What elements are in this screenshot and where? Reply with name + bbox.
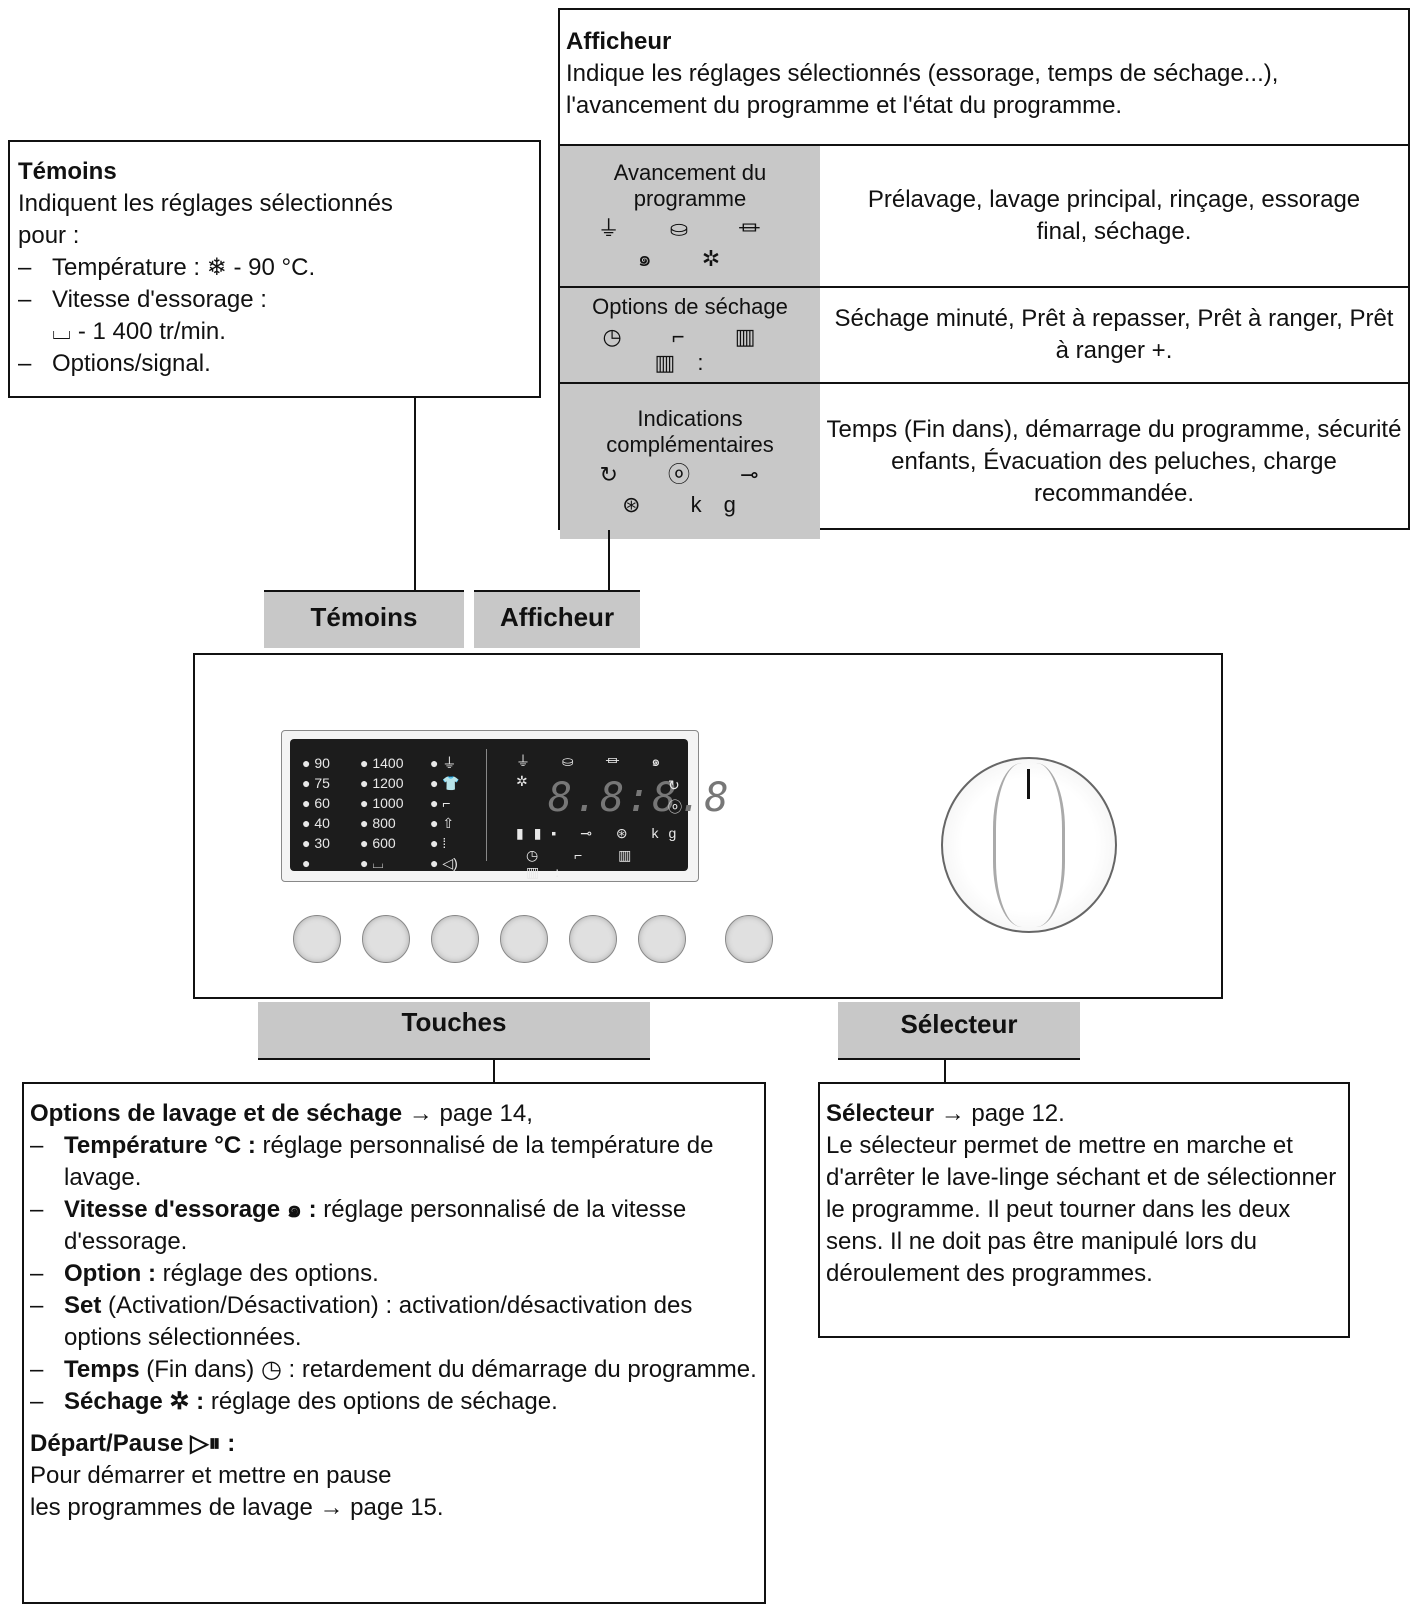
touches-title: Options de lavage et de séchage xyxy=(30,1100,403,1127)
label-touches: Touches xyxy=(258,1002,650,1060)
option-led: ● ⏚ xyxy=(430,755,457,771)
afficheur-row-text: Séchage minuté, Prêt à repasser, Prêt à … xyxy=(820,286,1408,383)
touches-item: Set (Activation/Désactivation) : activat… xyxy=(30,1290,758,1354)
temoins-item-spin: Vitesse d'essorage : xyxy=(18,284,531,316)
row-label-text: Options de séchage xyxy=(592,294,788,319)
afficheur-row-label: Avancement du programme ⏚ ⛀ ⏛ ๑ ✲ xyxy=(560,144,820,287)
load-icons: ▮▮▪ ⊸ ⊛ kg xyxy=(516,825,687,841)
display-divider xyxy=(486,749,487,861)
temoins-spin-sub: ⌴ - 1 400 tr/min. xyxy=(52,318,226,345)
option-led: ● 👕 xyxy=(430,775,460,791)
afficheur-desc1: Indique les réglages sélectionnés (essor… xyxy=(566,60,1279,87)
label-afficheur: Afficheur xyxy=(474,590,640,648)
temoins-item-options: Options/signal. xyxy=(18,348,531,380)
drying-option-icons: ◷ ⌐ ▥ ▥: xyxy=(526,847,648,880)
option-led: ● ⇧ xyxy=(430,815,455,831)
set-button[interactable] xyxy=(500,915,548,963)
touches-item: Temps (Fin dans) ◷ : retardement du déma… xyxy=(30,1354,758,1386)
row-label-text: Avancement du programme xyxy=(613,160,767,211)
afficheur-title: Afficheur xyxy=(566,28,672,55)
drying-button[interactable] xyxy=(638,915,686,963)
afficheur-desc2: l'avancement du programme et l'état du p… xyxy=(566,92,1123,119)
speed-led: ● 1200 xyxy=(360,775,404,791)
temp-led: ● 30 xyxy=(302,835,330,851)
temp-led: ● 40 xyxy=(302,815,330,831)
speed-led: ● 1000 xyxy=(360,795,404,811)
touches-item: Température °C : réglage personnalisé de… xyxy=(30,1130,758,1194)
speed-column: ● 1400 ● 1200 ● 1000 ● 800 ● 600 ● ⌴ xyxy=(360,753,404,873)
temoins-item-temp: Température : ❄ - 90 °C. xyxy=(18,252,531,284)
afficheur-table: Avancement du programme ⏚ ⛀ ⏛ ๑ ✲ Prélav… xyxy=(560,144,1408,539)
touches-item: Vitesse d'essorage ๑ : réglage personnal… xyxy=(30,1194,758,1258)
afficheur-row-label: Options de séchage ◷ ⌐ ▥ ▥: xyxy=(560,286,820,383)
temoins-line2: pour : xyxy=(18,222,80,249)
start-pause-line2: les programmes de lavage → page 15. xyxy=(30,1494,444,1521)
touches-item: Option : réglage des options. xyxy=(30,1258,758,1290)
display-screen: ● 90 ● 75 ● 60 ● 40 ● 30 ● ● 1400 ● 1200… xyxy=(290,739,729,880)
time-button[interactable] xyxy=(569,915,617,963)
label-selecteur: Sélecteur xyxy=(838,1002,1080,1060)
speed-led: ● 800 xyxy=(360,815,396,831)
speed-led: ● 600 xyxy=(360,835,396,851)
spin-speed-button[interactable] xyxy=(362,915,410,963)
progress-icons: ⏚ ⛀ ⏛ xyxy=(597,216,783,241)
afficheur-callout: Afficheur Indique les réglages sélection… xyxy=(558,8,1410,539)
temp-led: ● 90 xyxy=(302,755,330,771)
option-column: ● ⏚ ● 👕 ● ⌐ ● ⇧ ● ⁞ ● ◁) xyxy=(430,753,460,873)
selecteur-title: Sélecteur xyxy=(826,1100,935,1127)
extra-icons-2: ⊛ kg xyxy=(622,491,758,517)
extra-icons: ↻ ⓞ ⊸ xyxy=(599,461,781,487)
display-progress-icons: ⏚ ⛀ ⏛ ๑ ✲ xyxy=(516,753,675,789)
temp-column: ● 90 ● 75 ● 60 ● 40 ● 30 ● xyxy=(302,753,330,873)
knob-indicator xyxy=(1027,769,1030,799)
drying-icons: ◷ ⌐ ▥ ▥: xyxy=(602,324,778,375)
display-frame: ● 90 ● 75 ● 60 ● 40 ● 30 ● ● 1400 ● 1200… xyxy=(281,730,729,882)
connector-touches xyxy=(493,1060,495,1082)
connector-afficheur xyxy=(608,530,610,590)
connector-selecteur xyxy=(944,1060,946,1082)
control-panel: ● 90 ● 75 ● 60 ● 40 ● 30 ● ● 1400 ● 1200… xyxy=(193,653,1223,999)
option-led: ● ⌐ xyxy=(430,795,451,811)
selecteur-title-ref: → page 12. xyxy=(934,1100,1065,1127)
seven-segment-display: 8.8:8.8 xyxy=(548,775,731,821)
knob-grip xyxy=(993,763,1065,927)
start-pause-button[interactable] xyxy=(725,915,773,963)
afficheur-row-text: Prélavage, lavage principal, rinçage, es… xyxy=(820,144,1408,287)
delay-start-icon: ↻ xyxy=(668,777,680,793)
progress-icons-2: ๑ ✲ xyxy=(637,246,743,271)
program-selector-knob[interactable] xyxy=(941,757,1117,933)
temp-led: ● 75 xyxy=(302,775,330,791)
option-button[interactable] xyxy=(431,915,479,963)
afficheur-row-label: Indications complémentaires ↻ ⓞ ⊸ ⊛ kg xyxy=(560,382,820,539)
touches-item: Séchage ✲ : réglage des options de sécha… xyxy=(30,1386,758,1418)
temoins-line1: Indiquent les réglages sélectionnés xyxy=(18,190,393,217)
touches-title-ref: → page 14, xyxy=(402,1100,533,1127)
connector-temoins xyxy=(414,398,416,590)
door-lock-icon: ⓞ xyxy=(668,799,682,815)
temp-led: ● xyxy=(302,855,311,871)
selecteur-callout: Sélecteur → page 12. Le sélecteur permet… xyxy=(818,1082,1350,1338)
option-led: ● ⁞ xyxy=(430,835,447,851)
label-temoins: Témoins xyxy=(264,590,464,648)
touches-callout: Options de lavage et de séchage → page 1… xyxy=(22,1082,766,1604)
speed-led: ● ⌴ xyxy=(360,855,384,871)
temp-led: ● 60 xyxy=(302,795,330,811)
temperature-button[interactable] xyxy=(293,915,341,963)
temoins-callout: Témoins Indiquent les réglages sélection… xyxy=(8,140,541,398)
selecteur-text: Le sélecteur permet de mettre en marche … xyxy=(826,1132,1337,1287)
afficheur-row-text: Temps (Fin dans), démarrage du programme… xyxy=(820,382,1408,539)
row-label-text: Indications complémentaires xyxy=(606,405,774,457)
speed-led: ● 1400 xyxy=(360,755,404,771)
start-pause-title: Départ/Pause ▷⏸ : xyxy=(30,1430,236,1457)
start-pause-line1: Pour démarrer et mettre en pause xyxy=(30,1462,392,1489)
temoins-title: Témoins xyxy=(18,158,117,185)
option-led: ● ◁) xyxy=(430,855,458,871)
